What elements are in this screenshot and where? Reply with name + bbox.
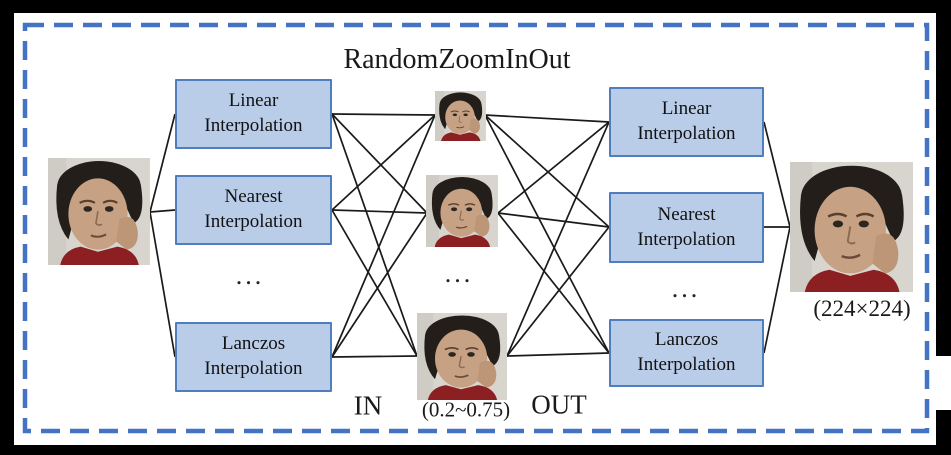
right-box-lanczos-interpolation: Lanczos Interpolation [609,319,764,387]
out-label: OUT [531,389,587,420]
left-column-ellipsis: ... [235,261,265,290]
right-box-nearest-interpolation: Nearest Interpolation [609,192,764,263]
left-box-linear-interpolation: Linear Interpolation [175,79,332,149]
zoomed-face-large-image [417,313,507,400]
diagram-title: RandomZoomInOut [343,44,571,75]
right-box-linear-interpolation: Linear Interpolation [609,87,764,157]
right-column-ellipsis: ... [671,274,701,303]
zoom-range-label: (0.2~0.75) [421,397,511,422]
output-size-label: (224×224) [813,296,911,321]
left-box-lanczos-interpolation: Lanczos Interpolation [175,322,332,392]
output-face-image [790,162,913,292]
in-label: IN [353,390,383,421]
middle-column-ellipsis: ... [444,259,474,288]
right-edge-notch [929,356,951,410]
left-box-nearest-interpolation: Nearest Interpolation [175,175,332,245]
zoomed-face-small-image [435,91,486,141]
input-face-image [48,158,150,265]
zoomed-face-medium-image [426,175,498,247]
